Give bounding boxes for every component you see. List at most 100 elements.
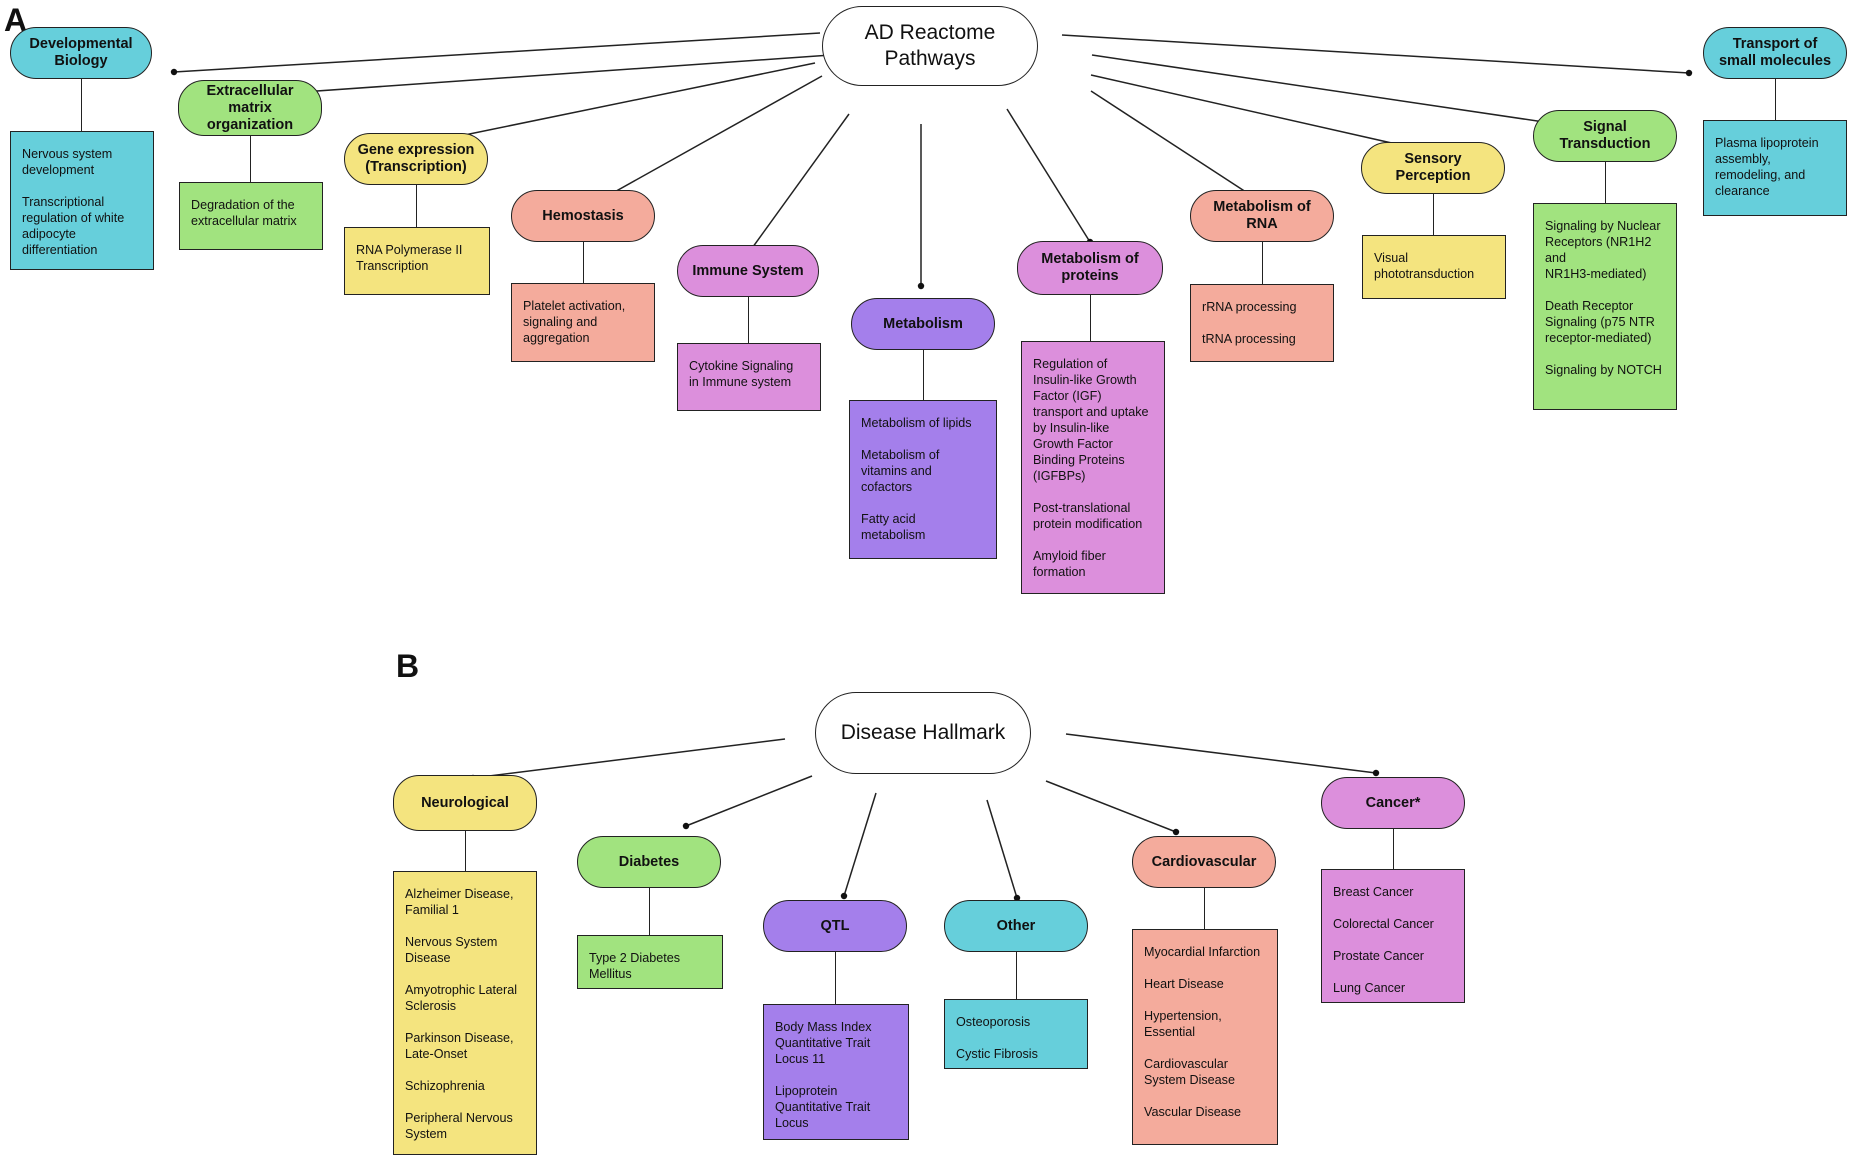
category-cancer: Cancer* [1321,777,1465,829]
category-metabolism-of-rna: Metabolism of RNA [1190,190,1334,242]
category-items-box-qtl: Body Mass Index Quantitative Trait Locus… [763,1004,909,1140]
panel-b-connector-dot-5 [1372,769,1380,777]
category-gene-expression-transcription: Gene expression (Transcription) [344,133,488,185]
panel-a-connector-dot-10 [1685,69,1693,77]
pathway-item: rRNA processing [1202,300,1297,314]
pathway-item: Vascular Disease [1144,1105,1242,1119]
pathway-item: Metabolism of lipids [861,416,972,430]
category-stem-immune-system [748,297,749,343]
category-items-box-hemostasis: Platelet activation, signaling and aggre… [511,283,655,362]
pathway-item: Hypertension, Essential [1144,1009,1222,1039]
pathway-item: Schizophrenia [405,1079,485,1093]
pathway-item: Lung Cancer [1333,981,1406,995]
pathway-item: Plasma lipoprotein assembly, remodeling,… [1715,136,1819,198]
pathway-item: Signaling by NOTCH [1545,363,1662,377]
category-items-box-immune-system: Cytokine Signaling in Immune system [677,343,821,411]
pathway-item: tRNA processing [1202,332,1296,346]
panel-a-connector-10 [1061,34,1690,74]
pathway-item: Visual phototransduction [1374,251,1475,281]
category-metabolism: Metabolism [851,298,995,350]
category-neurological: Neurological [393,775,537,831]
panel-a-root-node: AD Reactome Pathways [822,6,1038,86]
category-cardiovascular: Cardiovascular [1132,836,1276,888]
panel-a-connector-1 [273,54,832,95]
pathway-item: RNA Polymerase II Transcription [356,243,463,273]
category-developmental-biology: Developmental Biology [10,27,152,79]
panel-b-connector-dot-4 [1172,828,1180,836]
category-items-box-transport-of-small-molecules: Plasma lipoprotein assembly, remodeling,… [1703,120,1847,216]
category-other: Other [944,900,1088,952]
pathway-item: Heart Disease [1144,977,1224,991]
category-metabolism-of-proteins: Metabolism of proteins [1017,241,1163,295]
panel-a-label: A [4,2,28,38]
category-items-box-metabolism-of-proteins: Regulation of Insulin-like Growth Factor… [1021,341,1165,594]
panel-a-connector-7 [1090,90,1250,195]
pathway-item: Amyloid fiber formation [1033,549,1106,579]
category-items-box-extracellular-matrix-organization: Degradation of the extracellular matrix [179,182,323,250]
pathway-item: Colorectal Cancer [1333,917,1434,931]
panel-b-connector-3 [986,799,1018,899]
panel-b-connector-dot-2 [840,892,848,900]
category-stem-metabolism-of-rna [1262,242,1263,284]
category-items-box-metabolism-of-rna: rRNA processing tRNA processing [1190,284,1334,362]
category-stem-metabolism [923,350,924,400]
category-hemostasis: Hemostasis [511,190,655,242]
panel-b-connector-4 [1045,780,1177,833]
category-items-box-diabetes: Type 2 Diabetes Mellitus [577,935,723,989]
category-stem-neurological [465,831,466,871]
category-stem-transport-of-small-molecules [1775,79,1776,120]
pathway-item: Regulation of Insulin-like Growth Factor… [1033,357,1149,483]
panel-b-connector-2 [843,792,877,897]
category-stem-extracellular-matrix-organization [250,136,251,182]
panel-a-connector-0 [173,32,821,73]
category-sensory-perception: Sensory Perception [1361,142,1505,194]
pathway-item: Cystic Fibrosis [956,1047,1038,1061]
category-stem-other [1016,952,1017,999]
pathway-item: Signaling by Nuclear Receptors (NR1H2 an… [1545,219,1661,281]
panel-b-root-node: Disease Hallmark [815,692,1031,774]
panel-a-connector-dot-5 [917,282,925,290]
pathway-item: Myocardial Infarction [1144,945,1261,959]
category-stem-cardiovascular [1204,888,1205,929]
pathway-item: Prostate Cancer [1333,949,1424,963]
panel-a-connector-4 [749,113,850,252]
pathway-item: Osteoporosis [956,1015,1031,1029]
category-stem-qtl [835,952,836,1004]
category-immune-system: Immune System [677,245,819,297]
pathway-item: Death Receptor Signaling (p75 NTR recept… [1545,299,1655,345]
pathway-item: Cytokine Signaling in Immune system [689,359,794,389]
category-qtl: QTL [763,900,907,952]
pathway-item: Cardiovascular System Disease [1144,1057,1235,1087]
panel-b-connector-5 [1065,733,1377,774]
category-stem-cancer [1393,829,1394,869]
category-diabetes: Diabetes [577,836,721,888]
panel-b-connector-dot-1 [682,822,690,830]
category-stem-metabolism-of-proteins [1090,295,1091,341]
pathway-item: Parkinson Disease, Late-Onset [405,1031,514,1061]
panel-b-connector-dot-3 [1013,894,1021,902]
panel-a-connector-8 [1090,74,1428,152]
pathway-item: Lipoprotein Quantitative Trait Locus [775,1084,871,1130]
category-items-box-sensory-perception: Visual phototransduction [1362,235,1506,299]
panel-a-connector-2 [410,62,816,147]
category-signal-transduction: Signal Transduction [1533,110,1677,162]
panel-b-connector-0 [472,738,786,779]
category-items-box-gene-expression-transcription: RNA Polymerase II Transcription [344,227,490,295]
panel-a-connector-6 [1006,108,1091,243]
panel-b-label: B [396,648,420,684]
category-extracellular-matrix-organization: Extracellular matrix organization [178,80,322,136]
pathway-item: Body Mass Index Quantitative Trait Locus… [775,1020,872,1066]
category-items-box-neurological: Alzheimer Disease, Familial 1 Nervous Sys… [393,871,537,1155]
pathway-item: Nervous System Disease [405,935,498,965]
category-stem-signal-transduction [1605,162,1606,203]
pathway-item: Post-translational protein modification [1033,501,1143,531]
pathway-item: Metabolism of vitamins and cofactors [861,448,940,494]
category-transport-of-small-molecules: Transport of small molecules [1703,27,1847,79]
category-stem-diabetes [649,888,650,935]
category-stem-sensory-perception [1433,194,1434,235]
pathway-item: Alzheimer Disease, Familial 1 [405,887,514,917]
